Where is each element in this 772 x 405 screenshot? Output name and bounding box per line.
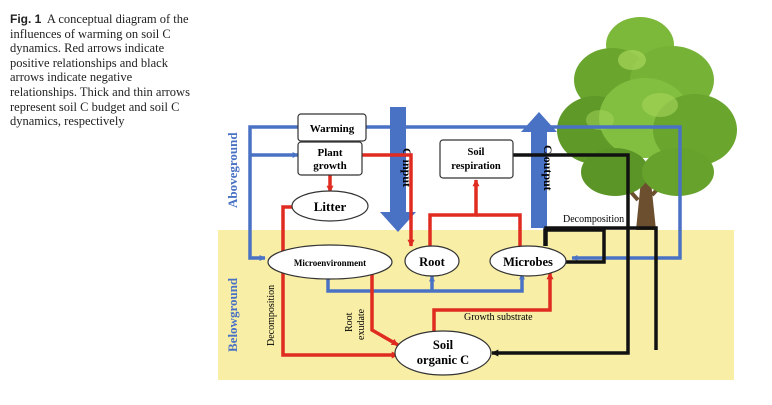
node-soil-organic-c-line2: organic C	[417, 353, 469, 367]
negative-edges	[491, 153, 658, 357]
aboveground-label: Aboveground	[225, 132, 240, 208]
node-root-label: Root	[419, 255, 446, 269]
node-root: Root	[404, 245, 460, 277]
caption-text: A conceptual diagram of the influences o…	[10, 12, 190, 129]
root-exudate-label-line2: exudate	[356, 308, 367, 340]
node-soil-respiration-line1: Soil	[468, 147, 485, 158]
node-microenvironment: Microenvironment	[267, 244, 393, 280]
belowground-label: Belowground	[225, 277, 240, 352]
node-soil-respiration: Soil respiration	[439, 139, 514, 179]
node-litter-label: Litter	[314, 199, 347, 214]
positive-edges	[281, 153, 554, 359]
c-output-label: C output	[541, 145, 555, 191]
figure-label: Fig. 1	[10, 12, 42, 26]
growth-substrate-label: Growth substrate	[464, 312, 533, 323]
node-microbes: Microbes	[489, 245, 567, 277]
tree-illustration	[557, 17, 737, 230]
node-plant-growth-line1: Plant	[317, 147, 342, 159]
node-soil-organic-c-line1: Soil	[433, 338, 454, 352]
root-exudate-label-line1: Root	[344, 312, 355, 332]
node-microbes-label: Microbes	[503, 255, 553, 269]
node-plant-growth-line2: growth	[313, 160, 346, 172]
node-plant-growth: Plant growth	[297, 141, 363, 176]
node-litter: Litter	[291, 190, 369, 222]
node-microenvironment-label: Microenvironment	[294, 258, 366, 268]
c-output-arrow: C output	[521, 112, 557, 228]
node-soil-organic-c: Soil organic C	[394, 330, 492, 376]
node-warming-label: Warming	[310, 123, 355, 135]
figure-caption: Fig. 1 A conceptual diagram of the influ…	[10, 12, 190, 129]
decomposition-label-left: Decomposition	[266, 285, 277, 346]
node-soil-respiration-line2: respiration	[451, 161, 501, 172]
decomposition-label-right: Decomposition	[563, 214, 624, 225]
node-warming: Warming	[297, 113, 367, 142]
